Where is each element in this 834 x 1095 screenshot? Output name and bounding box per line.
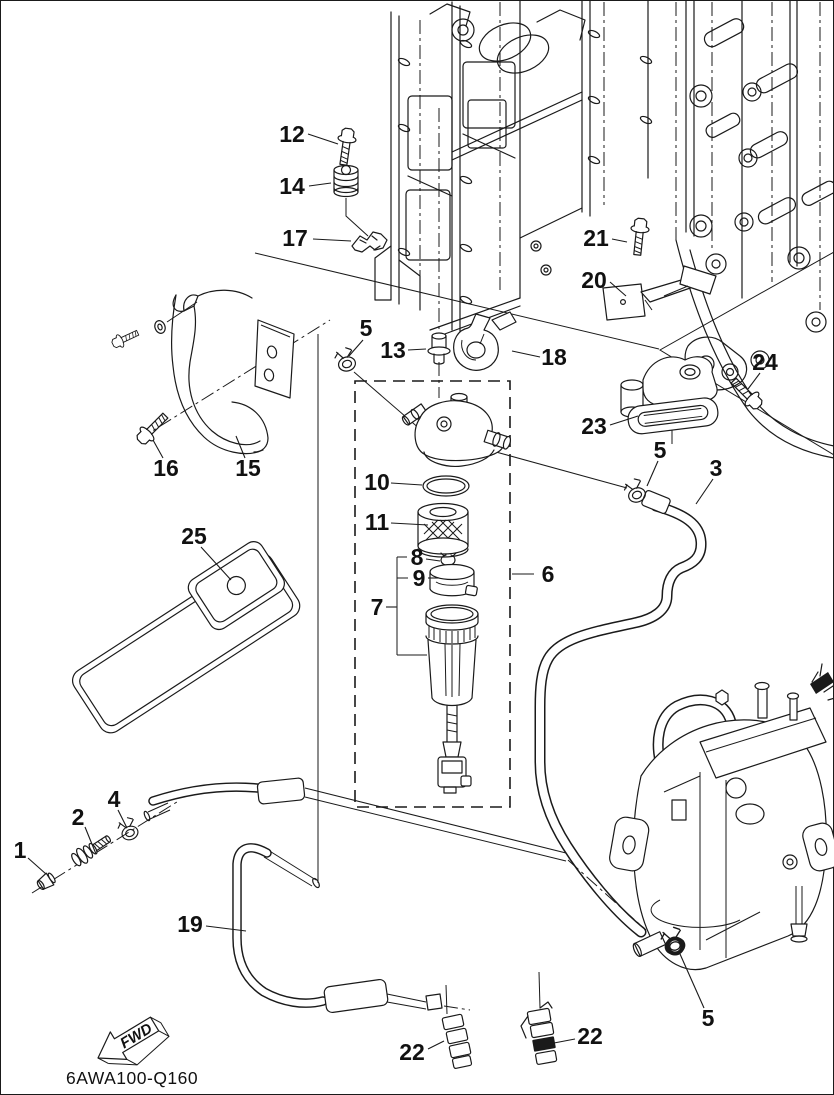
hose-clamp-5c bbox=[658, 925, 688, 958]
callout-3[interactable]: 3 bbox=[710, 455, 723, 481]
bracket-15 bbox=[170, 289, 295, 455]
mount-13 bbox=[427, 332, 451, 365]
callout-19[interactable]: 19 bbox=[177, 911, 203, 937]
callout-leader-24 bbox=[747, 372, 761, 390]
callout-16[interactable]: 16 bbox=[153, 455, 179, 481]
fuel-filter-head bbox=[401, 392, 512, 467]
bolt-21 bbox=[627, 217, 651, 257]
tool-pouch-25 bbox=[71, 541, 301, 734]
callout-5[interactable]: 5 bbox=[702, 1005, 715, 1031]
callout-4[interactable]: 4 bbox=[108, 786, 121, 812]
clamp-holder-18 bbox=[453, 311, 517, 371]
filter-element-11 bbox=[417, 502, 469, 558]
clip-22-left bbox=[441, 984, 473, 1069]
callout-18[interactable]: 18 bbox=[541, 344, 567, 370]
clip-22-right bbox=[520, 971, 558, 1065]
callout-leader-13 bbox=[407, 348, 427, 351]
fuel-joint-screw-1 bbox=[36, 872, 56, 890]
float-9 bbox=[429, 563, 478, 597]
callout-20[interactable]: 20 bbox=[581, 267, 607, 293]
callout-leader-18 bbox=[511, 350, 541, 358]
group-bracket-7 bbox=[388, 556, 427, 656]
callout-leader-19 bbox=[205, 925, 247, 932]
separator-inlet-nipple bbox=[632, 931, 667, 957]
filter-assembly-box bbox=[354, 380, 511, 808]
diagram-code: 6AWA100-Q160 bbox=[66, 1068, 198, 1088]
callout-leader-14 bbox=[308, 182, 332, 187]
callout-23[interactable]: 23 bbox=[581, 413, 607, 439]
callout-7[interactable]: 7 bbox=[371, 594, 384, 620]
callout-leader-12 bbox=[307, 133, 339, 145]
callout-leader-8 bbox=[425, 558, 441, 562]
callout-5[interactable]: 5 bbox=[654, 437, 667, 463]
clip-17 bbox=[351, 231, 388, 253]
callout-22[interactable]: 22 bbox=[577, 1023, 603, 1049]
callout-leader-1 bbox=[27, 857, 47, 875]
callout-10[interactable]: 10 bbox=[364, 469, 390, 495]
callout-leader-15 bbox=[235, 435, 246, 459]
fuel-joint-2 bbox=[71, 835, 112, 867]
callout-leader-4 bbox=[117, 809, 128, 829]
callout-12[interactable]: 12 bbox=[279, 121, 305, 147]
callout-2[interactable]: 2 bbox=[72, 804, 85, 830]
bolt-16 bbox=[132, 408, 173, 449]
callout-21[interactable]: 21 bbox=[583, 225, 609, 251]
engine-block-center bbox=[374, 0, 653, 339]
o-ring-10 bbox=[422, 475, 470, 497]
callout-leader-5 bbox=[646, 460, 659, 487]
washer-small bbox=[154, 320, 166, 334]
callout-leader-21 bbox=[611, 238, 628, 243]
callout-9[interactable]: 9 bbox=[413, 565, 426, 591]
callout-13[interactable]: 13 bbox=[380, 337, 406, 363]
bolt-12 bbox=[333, 126, 358, 167]
bracket-23 bbox=[620, 356, 719, 444]
callout-leader-22 bbox=[427, 1040, 445, 1050]
callout-25[interactable]: 25 bbox=[181, 523, 207, 549]
engine-block-right bbox=[675, 0, 834, 459]
callout-leader-3 bbox=[695, 478, 714, 505]
callout-17[interactable]: 17 bbox=[282, 225, 308, 251]
callout-8[interactable]: 8 bbox=[411, 544, 424, 570]
callout-14[interactable]: 14 bbox=[279, 173, 305, 199]
screw-small bbox=[109, 326, 141, 351]
callout-leader-2 bbox=[84, 826, 97, 855]
callout-1[interactable]: 1 bbox=[14, 837, 27, 863]
callout-15[interactable]: 15 bbox=[235, 455, 261, 481]
callout-leader-17 bbox=[312, 238, 352, 242]
callout-22[interactable]: 22 bbox=[399, 1039, 425, 1065]
callout-leader-22 bbox=[553, 1038, 576, 1044]
callout-leader-25 bbox=[200, 546, 232, 581]
callout-leader-10 bbox=[390, 482, 423, 486]
callout-leader-16 bbox=[152, 439, 164, 459]
circlip-8 bbox=[440, 552, 457, 567]
assembly-axis-lines bbox=[31, 108, 834, 894]
grommet-14 bbox=[333, 164, 359, 198]
callout-6[interactable]: 6 bbox=[542, 561, 555, 587]
callout-leader-20 bbox=[609, 281, 627, 297]
bracket-20 bbox=[602, 265, 717, 321]
callout-leader-5 bbox=[679, 953, 705, 1009]
vapor-separator-assembly bbox=[609, 663, 834, 971]
callout-24[interactable]: 24 bbox=[752, 349, 778, 375]
fuel-hose-19 bbox=[143, 777, 647, 1014]
filter-cup-7 bbox=[425, 604, 479, 794]
callout-leader-11 bbox=[390, 522, 429, 526]
callout-11[interactable]: 11 bbox=[365, 509, 390, 535]
callout-leader-23 bbox=[609, 415, 639, 426]
fuel-hose-3 bbox=[534, 490, 707, 938]
callout-5[interactable]: 5 bbox=[360, 315, 373, 341]
callout-leader-5 bbox=[348, 339, 364, 357]
